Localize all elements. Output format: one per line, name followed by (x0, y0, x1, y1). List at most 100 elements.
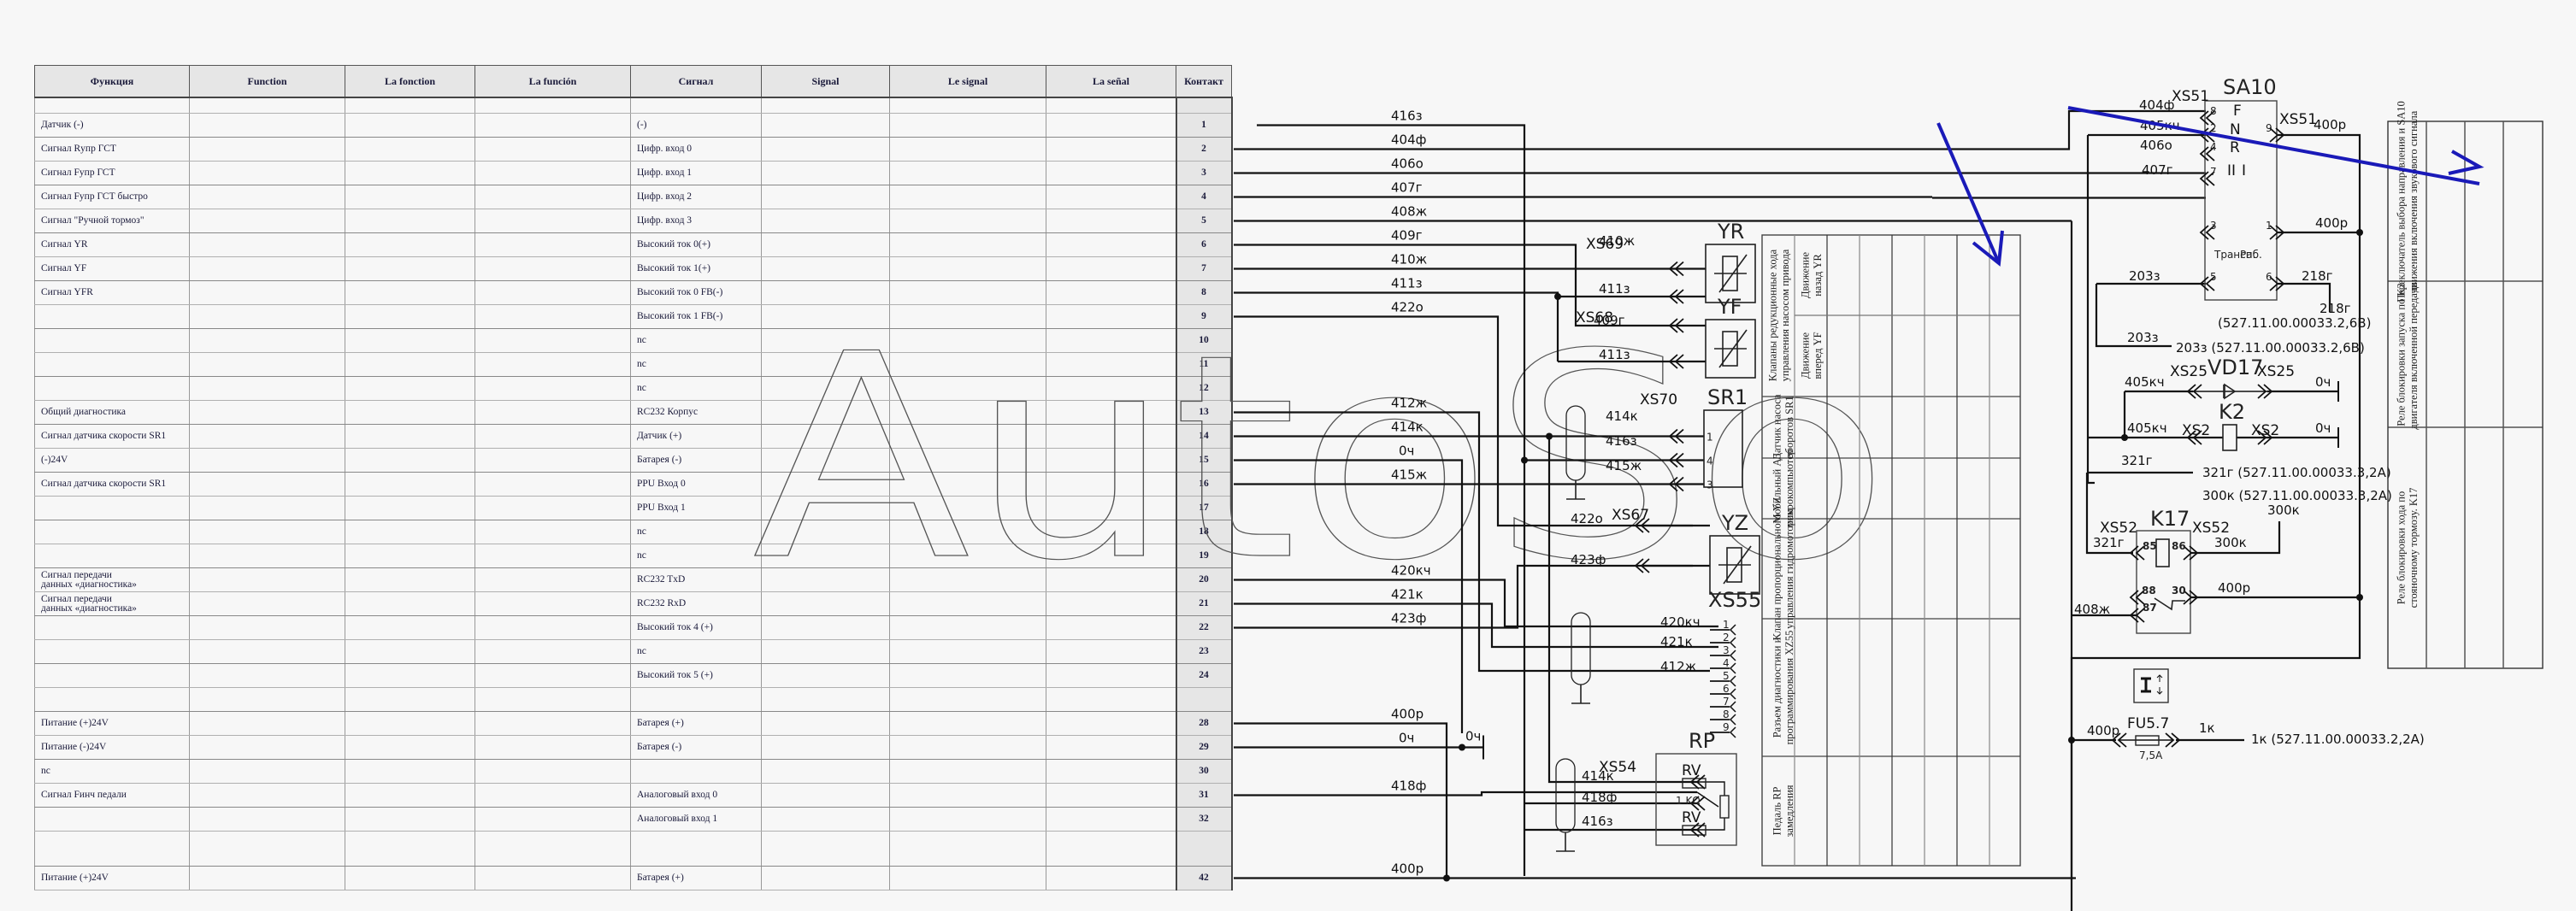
contact-cell: 1 (1175, 113, 1233, 138)
connector-pin-icon (2183, 590, 2199, 605)
pin-number: 4 (1707, 456, 1713, 467)
contact-cell: 5 (1175, 209, 1233, 233)
connector-pin-icon (1729, 688, 1736, 700)
wire-label: 203з (2127, 330, 2159, 345)
function-cell: (-)24V (34, 448, 190, 473)
wire-label: 415ж (1391, 467, 1427, 483)
empty-cell (889, 759, 1046, 784)
wire-409 (1234, 244, 1676, 327)
wiper (1696, 791, 1719, 808)
ref-label: 321г (527.11.00.00033.3,2А) (2202, 465, 2391, 480)
signal-cell: Батарея (-) (630, 448, 762, 473)
legend-text: Датчик насосаоборотов SR1 (1771, 394, 1795, 460)
empty-cell (475, 472, 631, 497)
connector-pin-icon (2269, 276, 2285, 291)
wire-label: 410ж (1599, 233, 1635, 249)
connector-pin-icon (1729, 701, 1736, 713)
wire-405-down (2086, 135, 2095, 485)
empty-cell (475, 866, 631, 890)
diode-icon (2224, 383, 2237, 400)
label-line: управления гидромотором (1783, 508, 1795, 629)
connector-pin-icon (1668, 354, 1684, 369)
empty-cell (189, 328, 345, 353)
contact-cell: 2 (1175, 137, 1233, 162)
wire-label: 218г (2302, 268, 2333, 284)
wire-label: 321г (2093, 535, 2125, 550)
contact-cell: 11 (1175, 352, 1233, 377)
empty-cell (189, 232, 345, 257)
function-cell: Сигнал Fинч педали (34, 783, 190, 808)
component-label-yr: YR (1717, 220, 1744, 244)
sensor-box (1703, 409, 1743, 488)
label-line: Движение (1800, 332, 1812, 379)
empty-cell (889, 304, 1046, 329)
junction-dot (1554, 293, 1561, 300)
empty-cell (475, 424, 631, 449)
valve-box (1709, 535, 1760, 595)
legend-text: Клапаны редукционные ходауправления насо… (1767, 249, 1791, 381)
wire-label: 421к (1660, 634, 1693, 649)
ref-label: 203з (527.11.00.00033.2,6В) (2176, 340, 2365, 356)
wire-label: 422о (1571, 511, 1603, 526)
legend-text: Разъем диагностики ипрограммирования XZ5… (1771, 631, 1795, 745)
wire-400-sa (2278, 133, 2361, 596)
connector-pin-icon (1668, 476, 1684, 492)
pin-number: 88 (2142, 585, 2156, 597)
connector-label: XS52 (2192, 520, 2230, 537)
wire-label: 300к (2267, 503, 2300, 518)
wire-label: 400р (1391, 861, 1424, 877)
function-cell: Сигнал Fупр ГСТ быстро (34, 185, 190, 209)
wires (1234, 109, 2363, 911)
function-cell: Датчик (-) (34, 113, 190, 138)
signal-cell: nc (630, 376, 762, 401)
contact-cell: 12 (1175, 376, 1233, 401)
legend-middle: Клапаны редукционные ходауправления насо… (1761, 234, 2021, 867)
legend-text: Реле блокировки запуска по K2двигателя в… (2396, 279, 2420, 429)
wire-label: 409г (1594, 313, 1625, 328)
empty-cell (475, 591, 631, 616)
legend-text: Реле блокировки хода постояночному тормо… (2396, 488, 2420, 608)
wire-label: 416з (1606, 433, 1637, 449)
valve-box (1705, 244, 1756, 303)
watermark-text: AutoSo (752, 294, 1889, 622)
wire-label: 400р (2087, 723, 2119, 738)
rab-label: Раб. (2240, 249, 2262, 261)
label-line: программирования XZ55 (1783, 631, 1795, 745)
component-label-fu: FU5.7 (2127, 715, 2169, 732)
wire-label: 400р (1391, 707, 1424, 722)
connector-pin-icon (1729, 675, 1736, 687)
connector-label-xs68: XS68 (1576, 309, 1613, 326)
empty-cell (475, 711, 631, 736)
label-line: Датчик насоса (1771, 394, 1783, 460)
component-label-yf: YF (1717, 295, 1742, 319)
function-cell: Сигнал YFR (34, 280, 190, 305)
empty-cell (189, 639, 345, 664)
empty-cell (189, 137, 345, 162)
empty-cell (889, 639, 1046, 664)
signal-cell: nc (630, 544, 762, 568)
empty-cell (889, 663, 1046, 688)
labels: 416з404ф406о407г408ж409г410ж411з422о412ж… (1391, 75, 2425, 877)
contact-cell: 8 (1175, 280, 1233, 305)
empty-cell (345, 424, 475, 449)
label-line: движения включения звукового сигнала (2408, 110, 2420, 292)
pin-number: 3 (1707, 479, 1713, 491)
pin-number: 5 (1723, 670, 1730, 682)
legend-frame (1761, 234, 2021, 867)
label-line: Разъем диагностики и (1771, 637, 1783, 738)
pin-number: 4 (2210, 141, 2217, 153)
wire-label: 203з (2129, 268, 2160, 284)
arrow-head-icon (1972, 230, 2004, 267)
rp-int (1697, 781, 1725, 796)
contact-cell: 19 (1175, 544, 1233, 568)
legend-text: Клапан пропорционального YZуправления ги… (1771, 497, 1795, 640)
empty-cell (189, 663, 345, 688)
legend-text: Мобильный A3микрокомпьютер (1771, 450, 1795, 527)
empty-cell (761, 735, 890, 760)
connector-pin-icon (2165, 732, 2181, 748)
empty-cell (345, 232, 475, 257)
